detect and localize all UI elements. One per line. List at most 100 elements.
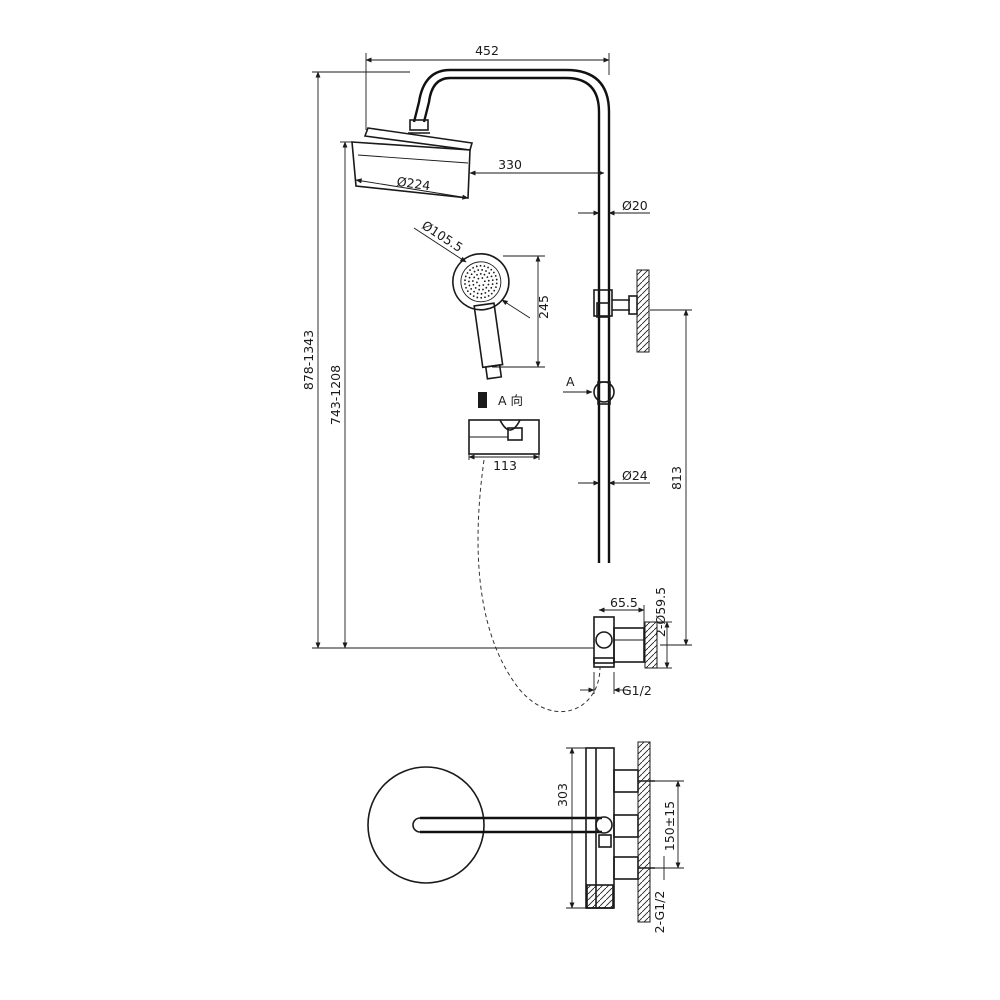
spray-hole — [472, 266, 475, 269]
spray-hole — [491, 279, 494, 282]
spray-hole — [475, 265, 478, 268]
spray-hole — [476, 296, 479, 299]
spray-hole — [473, 290, 475, 293]
top-head-disc — [367, 766, 485, 884]
spray-hole — [484, 296, 486, 299]
dim-head-height: 743-1208 — [328, 365, 343, 425]
diverter-body — [593, 616, 615, 664]
spray-hole — [495, 278, 498, 281]
spray-holes — [464, 264, 498, 299]
spray-hole — [487, 289, 490, 292]
holder-clip — [499, 419, 521, 431]
spray-hole — [490, 286, 493, 289]
top-arm — [420, 816, 602, 834]
spray-hole — [481, 277, 484, 279]
mixer-valve-body — [585, 747, 615, 909]
wall-section-upper — [636, 269, 650, 353]
spray-hole — [479, 264, 482, 267]
spray-hole — [485, 270, 487, 272]
spray-hole — [493, 289, 496, 292]
spray-hole — [472, 283, 475, 286]
dim-pipe-upper: Ø20 — [622, 198, 648, 213]
spray-hole — [491, 283, 494, 285]
spray-hole — [468, 276, 471, 279]
spray-hole — [464, 283, 466, 285]
dim-total-height: 878-1343 — [301, 330, 316, 390]
spray-hole — [492, 271, 495, 274]
mixer-lever — [598, 834, 612, 848]
spray-hole — [468, 280, 470, 283]
hose-connector — [478, 392, 487, 408]
spray-hole — [487, 294, 490, 297]
spray-hole — [480, 292, 483, 295]
head-face-line — [357, 154, 469, 164]
spray-hole — [468, 284, 471, 287]
spray-hole — [490, 275, 493, 278]
upper-bracket-knob — [596, 302, 610, 318]
spray-hole — [464, 275, 467, 278]
bracket-wall-plate — [628, 295, 638, 315]
spray-hole — [466, 272, 469, 274]
shower-hose — [477, 459, 601, 713]
handset-handle — [473, 302, 504, 369]
spray-hole — [482, 288, 484, 291]
spray-hole — [490, 292, 493, 295]
spray-hole — [487, 283, 490, 286]
spray-hole — [478, 288, 481, 291]
diverter-knob — [595, 631, 613, 649]
dim-inlet-thread: G1/2 — [622, 683, 652, 698]
front-view: 452 330 Ø224 Ø20 Ø24 Ø105.5 245 A A 向 — [301, 43, 692, 713]
dim-top-depth: 303 — [555, 783, 570, 807]
spray-hole — [469, 293, 472, 295]
spray-hole — [470, 288, 473, 290]
spray-hole — [478, 284, 481, 287]
dim-inlet-threads: 2-G1/2 — [652, 891, 667, 934]
holder-slot — [507, 427, 523, 441]
dim-head-diameter: Ø224 — [396, 174, 432, 194]
spray-hole — [479, 272, 482, 275]
spray-hole — [495, 286, 497, 289]
dim-arm-length: 330 — [498, 157, 522, 172]
dim-bracket-height: 813 — [669, 466, 684, 490]
dim-line-224 — [355, 178, 469, 200]
valve-connector — [613, 627, 645, 663]
spray-hole — [473, 276, 476, 279]
holder-collar — [593, 381, 615, 403]
spray-hole — [476, 273, 478, 276]
top-arm-end — [412, 817, 421, 833]
head-connector — [409, 119, 429, 131]
spray-hole — [469, 269, 471, 271]
handset-face — [460, 261, 502, 303]
dim-valve-offset: 65.5 — [610, 595, 638, 610]
spray-hole — [476, 292, 479, 295]
upper-bracket-clamp — [593, 289, 613, 317]
mixer-knob-outline — [586, 884, 614, 909]
shower-arm-outer — [422, 76, 601, 563]
spray-hole — [483, 265, 486, 268]
handset-neck — [484, 364, 503, 380]
wall-section-top — [637, 741, 651, 923]
spray-hole — [481, 269, 484, 271]
spray-hole — [480, 296, 483, 299]
spray-hole — [485, 286, 488, 289]
spray-hole — [483, 280, 486, 283]
inlet-cold — [613, 856, 639, 880]
spray-hole — [495, 282, 498, 285]
view-marker-a: A — [566, 374, 575, 389]
dim-overall-width: 452 — [475, 43, 499, 58]
dim-flange-diameter: 2-Ø59.5 — [653, 587, 668, 637]
dim-line-105-far — [501, 299, 531, 319]
dim-pipe-lower: Ø24 — [622, 468, 648, 483]
spray-hole — [490, 268, 493, 271]
spray-hole — [483, 273, 486, 276]
spray-hole — [471, 280, 474, 282]
spray-hole — [477, 269, 480, 271]
holder-slider — [597, 381, 611, 405]
spray-hole — [465, 286, 467, 289]
hand-shower — [452, 252, 510, 380]
spray-hole — [472, 295, 475, 298]
spray-hole — [482, 284, 485, 286]
spray-hole — [487, 279, 490, 282]
